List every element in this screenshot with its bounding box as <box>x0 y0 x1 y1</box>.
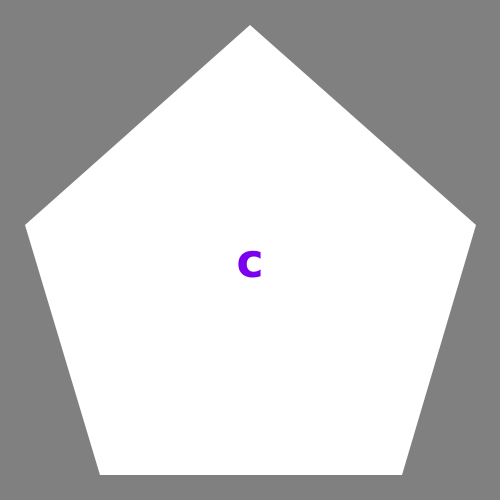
shape-label: c <box>236 234 264 288</box>
